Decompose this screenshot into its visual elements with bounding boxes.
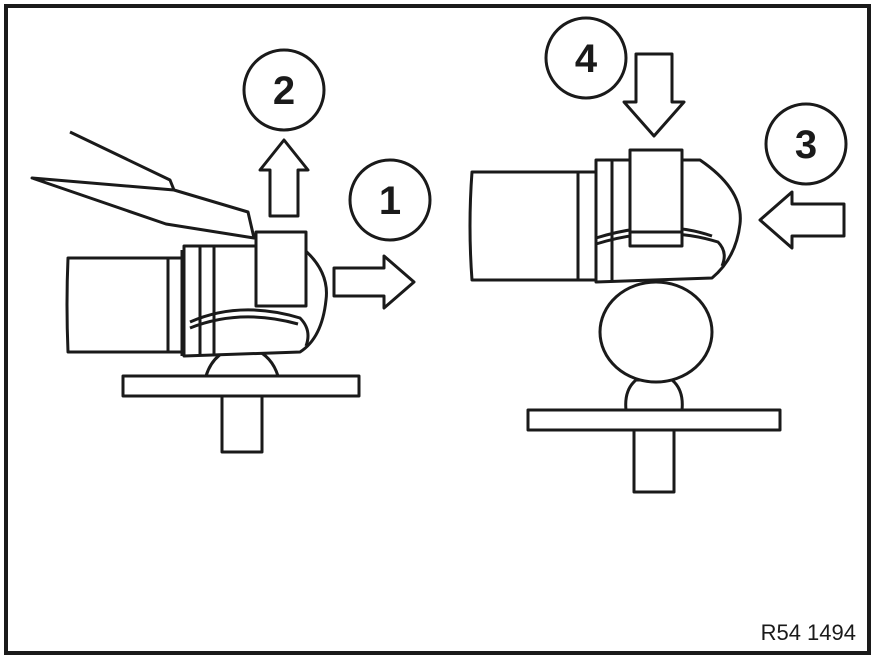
- left-spring-clip-inner: [189, 315, 299, 330]
- arrow-left-step-3: [758, 190, 846, 250]
- callout-circle-4: [544, 16, 628, 100]
- callout-circle-2: [242, 48, 326, 132]
- step-label-1: 1: [379, 179, 401, 223]
- right-spring-clip: [595, 232, 726, 267]
- step-label-2: 2: [273, 69, 295, 113]
- left-retaining-clip: [254, 230, 308, 308]
- arrow-right-step-1: [332, 254, 416, 310]
- step-label-4: 4: [575, 37, 598, 81]
- right-assembly: [468, 148, 782, 494]
- right-base-plate: [526, 408, 782, 432]
- right-ball: [598, 280, 714, 384]
- screwdriver-shaft: [69, 130, 176, 191]
- callout-circle-3: [764, 102, 848, 186]
- right-stud: [632, 428, 676, 494]
- step-label-3: 3: [795, 123, 817, 167]
- left-stud: [220, 394, 264, 454]
- arrow-down-step-4: [622, 52, 686, 138]
- callout-circle-1: [348, 158, 432, 242]
- reference-code: R54 1494: [761, 620, 856, 645]
- right-retaining-clip: [628, 148, 684, 248]
- arrow-up-step-2: [258, 138, 310, 218]
- left-assembly: [30, 130, 361, 454]
- left-base-plate: [121, 374, 361, 398]
- screwdriver-blade: [30, 176, 256, 240]
- right-ball-neck: [624, 378, 684, 412]
- left-socket-cylinder: [65, 256, 202, 354]
- right-socket-cylinder: [468, 170, 598, 282]
- left-spring-clip: [189, 308, 310, 347]
